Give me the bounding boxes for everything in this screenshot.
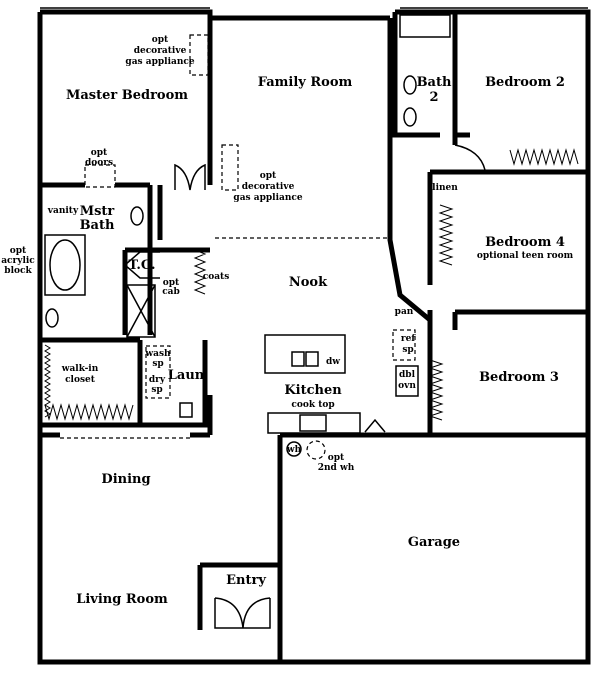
note-wash-sp: sp (152, 359, 163, 369)
note-gas-appliance: gas appliance (233, 193, 302, 203)
annotations: opt decorative gas appliance opt decorat… (1, 35, 458, 473)
label-nook: Nook (289, 275, 328, 290)
fixtures (44, 14, 451, 457)
note-opt: opt (152, 35, 169, 45)
note-dishwasher: dw (326, 357, 340, 367)
kitchen-island (264, 334, 346, 374)
label-kitchen: Kitchen (284, 383, 342, 398)
label-family-room: Family Room (258, 75, 353, 90)
label-bath2: Bath (417, 75, 452, 90)
note-block: block (4, 266, 32, 276)
note-doors: doors (85, 158, 113, 168)
label-tc: T.C. (128, 258, 155, 273)
sink-icon (130, 206, 144, 226)
note-ref-sp: sp (402, 345, 413, 355)
sink-icon (403, 75, 417, 95)
label-bedroom4-note: optional teen room (477, 251, 574, 261)
note-water-heater: wh (286, 445, 302, 455)
label-laundry: Laun (168, 368, 205, 383)
note-ovn: ovn (398, 381, 416, 391)
sink-icon (403, 107, 417, 127)
note-decorative: decorative (134, 46, 187, 56)
sink-icon (45, 308, 59, 328)
label-bedroom4: Bedroom 4 (485, 235, 565, 250)
note-cab: cab (162, 287, 180, 297)
walls (37, 7, 591, 665)
note-gas-appliance: gas appliance (125, 57, 194, 67)
label-garage: Garage (408, 535, 460, 550)
note-opt: opt (328, 453, 345, 463)
note-opt: opt (260, 171, 277, 181)
label-mstr-bath: Mstr (80, 204, 115, 219)
note-opt: opt (163, 278, 180, 288)
note-opt: opt (10, 246, 27, 256)
label-bedroom2: Bedroom 2 (485, 75, 565, 90)
note-acrylic: acrylic (1, 256, 35, 266)
label-master-bedroom: Master Bedroom (66, 88, 188, 103)
note-closet: closet (65, 375, 96, 385)
note-linen: linen (432, 183, 458, 193)
note-walk-in: walk-in (61, 364, 99, 374)
label-bedroom3: Bedroom 3 (479, 370, 559, 385)
label-entry: Entry (226, 573, 266, 588)
cooktop-icon (299, 414, 327, 432)
doors (124, 144, 486, 629)
label-mstr-bath-2: Bath (80, 218, 115, 233)
note-dry: dry (149, 375, 166, 385)
dashed-features (60, 34, 416, 460)
closets (44, 148, 579, 421)
note-pantry: pan (395, 307, 414, 317)
note-dbl: dbl (399, 370, 416, 380)
note-cook-top: cook top (291, 400, 334, 410)
label-living-room: Living Room (76, 592, 168, 607)
note-decorative: decorative (242, 182, 295, 192)
note-dry-sp: sp (151, 385, 162, 395)
note-opt: opt (91, 148, 108, 158)
room-labels: Master Bedroom Family Room Bath 2 Bedroo… (66, 75, 574, 607)
note-vanity: vanity (47, 206, 79, 216)
bathtub-icon (49, 239, 81, 291)
label-bath2-number: 2 (429, 90, 438, 105)
note-2nd-wh: 2nd wh (318, 463, 355, 473)
note-ref: ref (401, 334, 416, 344)
note-coats: coats (203, 272, 230, 282)
label-dining: Dining (101, 472, 150, 487)
note-wash: wash (144, 349, 171, 359)
shower-icon (126, 284, 156, 338)
